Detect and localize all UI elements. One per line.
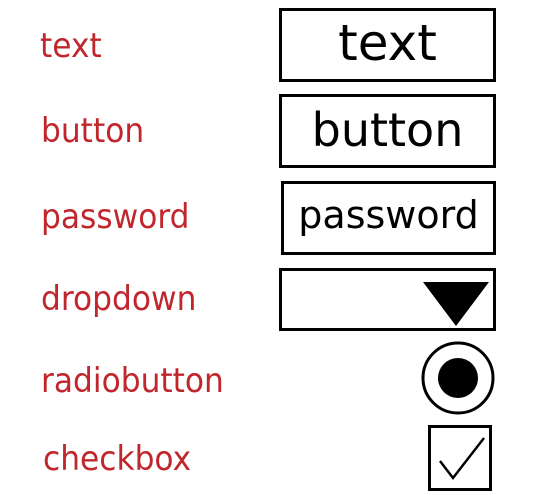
label-text: text bbox=[40, 26, 102, 66]
password-field-value: password bbox=[298, 193, 479, 237]
button-label: button bbox=[311, 103, 464, 157]
checkmark-icon bbox=[439, 437, 485, 481]
text-field-value: text bbox=[338, 14, 437, 72]
triangle-down-icon bbox=[423, 282, 489, 326]
password-field[interactable]: password bbox=[281, 181, 496, 255]
label-radiobutton: radiobutton bbox=[41, 361, 224, 401]
button[interactable]: button bbox=[279, 94, 496, 168]
dropdown[interactable] bbox=[279, 268, 496, 331]
radio-selected-icon[interactable] bbox=[418, 339, 498, 419]
label-checkbox: checkbox bbox=[43, 439, 192, 479]
label-password: password bbox=[41, 197, 190, 237]
label-dropdown: dropdown bbox=[41, 279, 197, 319]
label-button: button bbox=[41, 111, 145, 151]
checkbox[interactable] bbox=[428, 425, 492, 491]
text-field[interactable]: text bbox=[279, 8, 496, 82]
